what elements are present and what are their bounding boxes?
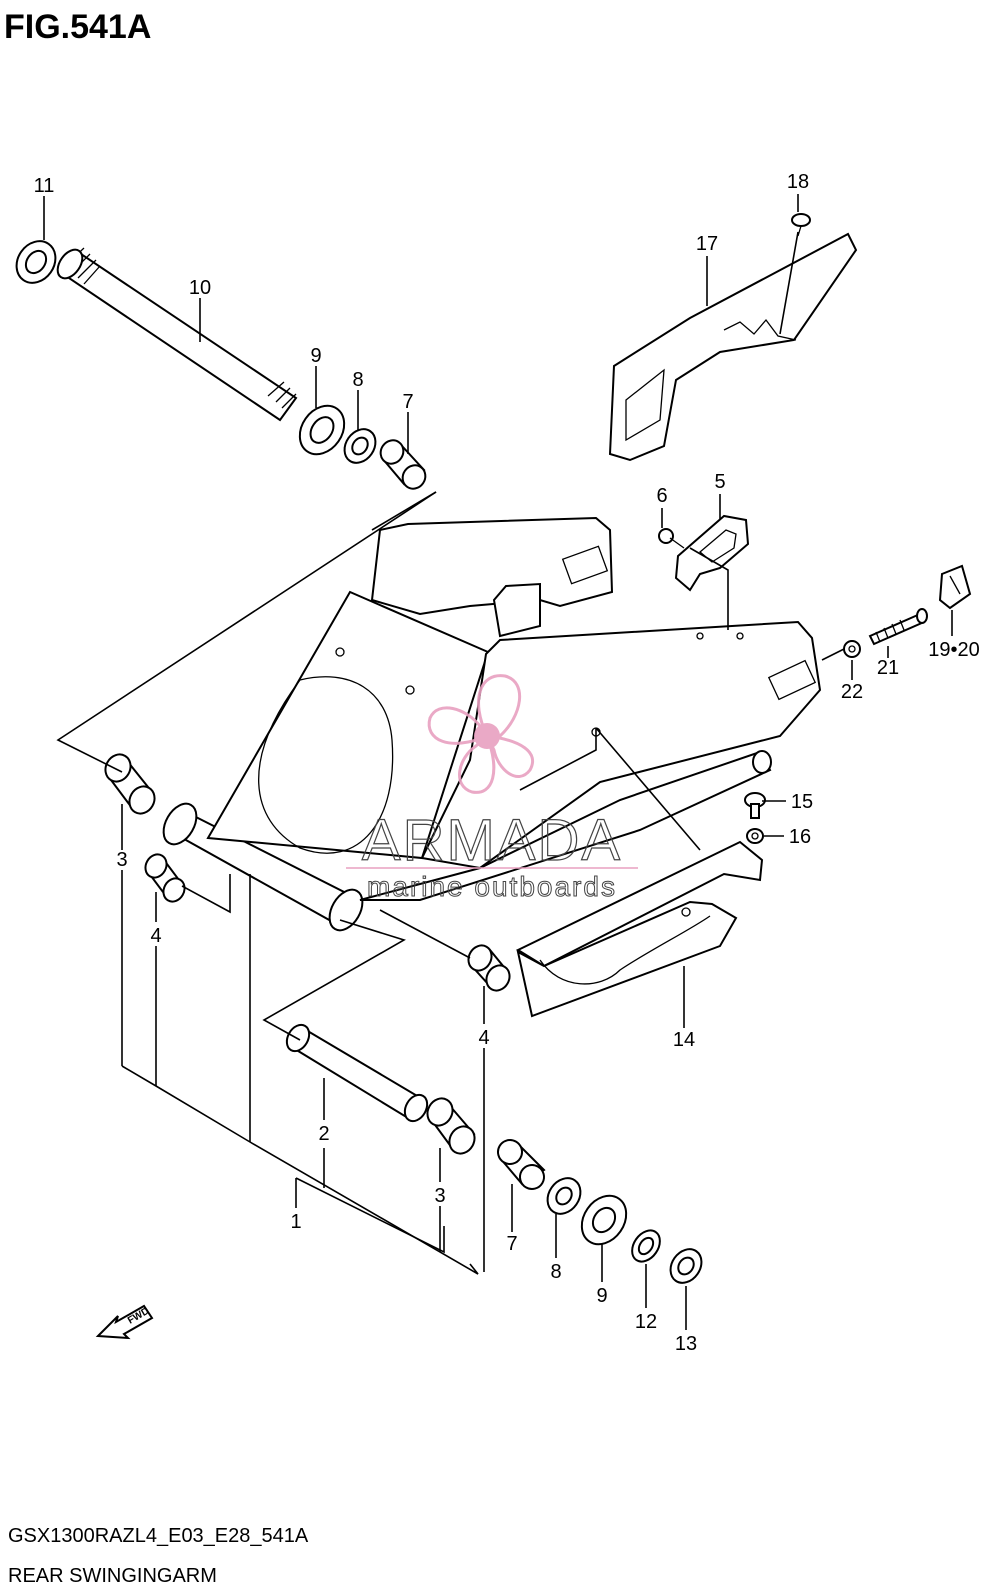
diagram-title: REAR SWINGINGARM [8, 1565, 217, 1587]
callout-21: 21 [877, 657, 899, 679]
callout-11: 11 [34, 175, 55, 197]
part-1-swingarm [162, 516, 822, 932]
callout-22: 22 [841, 681, 863, 703]
part-7-collar-top [379, 439, 427, 490]
callout-15: 15 [791, 791, 813, 813]
fwd-arrow-icon: FWD [95, 1304, 154, 1340]
leader-lines [43, 194, 953, 1330]
callout-14: 14 [673, 1029, 695, 1051]
part-19-20-adjuster [938, 564, 972, 610]
part-4-bearing-left [144, 853, 186, 903]
callout-10: 10 [189, 277, 211, 299]
part-8-washer-lower [546, 1177, 582, 1215]
callout-4: 4 [150, 925, 161, 947]
part-18-screw [791, 213, 811, 237]
part-10-pivot-shaft [56, 247, 298, 422]
callout-17: 17 [696, 233, 718, 255]
watermark: ARMADA marine outboards [346, 674, 638, 903]
callout-4: 4 [478, 1027, 489, 1049]
callout-19-20: 19•20 [928, 639, 980, 661]
part-3-bearing-lower [426, 1097, 476, 1155]
part-16-nut [746, 828, 764, 844]
callout-7: 7 [506, 1233, 517, 1255]
propeller-logo-icon [427, 674, 534, 794]
watermark-brand: ARMADA [362, 808, 622, 873]
callout-5: 5 [714, 471, 725, 493]
part-8-washer-top [343, 428, 377, 464]
callout-8: 8 [352, 369, 363, 391]
part-3-bearing-left [104, 753, 156, 815]
callout-8: 8 [550, 1261, 561, 1283]
part-5-bracket [674, 514, 750, 592]
part-9-washer-lower [580, 1194, 628, 1246]
callout-12: 12 [635, 1311, 657, 1333]
part-4-bearing-right [467, 944, 511, 992]
part-14-chain-slider [515, 840, 764, 1018]
part-2-spacer [285, 1023, 429, 1123]
callout-9: 9 [596, 1285, 607, 1307]
part-9-washer-top [298, 404, 346, 456]
model-code: GSX1300RAZL4_E03_E28_541A [8, 1525, 309, 1547]
part-11-oil-seal [15, 240, 57, 284]
part-21-adjuster-bolt [868, 608, 928, 646]
callout-7: 7 [402, 391, 413, 413]
callout-6: 6 [656, 485, 667, 507]
part-6-bolt [658, 528, 685, 549]
callouts: 11 10 9 8 7 3 4 4 2 3 1 7 8 9 12 13 14 1… [34, 171, 980, 1355]
callout-3: 3 [116, 849, 127, 871]
part-22-nut [843, 640, 861, 658]
callout-16: 16 [789, 826, 811, 848]
callout-1: 1 [290, 1211, 301, 1233]
callout-13: 13 [675, 1333, 697, 1355]
part-12-washer [631, 1229, 661, 1263]
watermark-tagline: marine outboards [367, 871, 617, 902]
part-17-chain-cover [608, 232, 858, 462]
callout-3: 3 [434, 1185, 445, 1207]
callout-2: 2 [318, 1123, 329, 1145]
figure-title: FIG.541A [4, 8, 151, 46]
callout-18: 18 [787, 171, 809, 193]
part-7-collar-lower [497, 1139, 546, 1190]
part-15-bolt [744, 792, 766, 819]
callout-9: 9 [310, 345, 321, 367]
part-13-nut [669, 1248, 703, 1284]
